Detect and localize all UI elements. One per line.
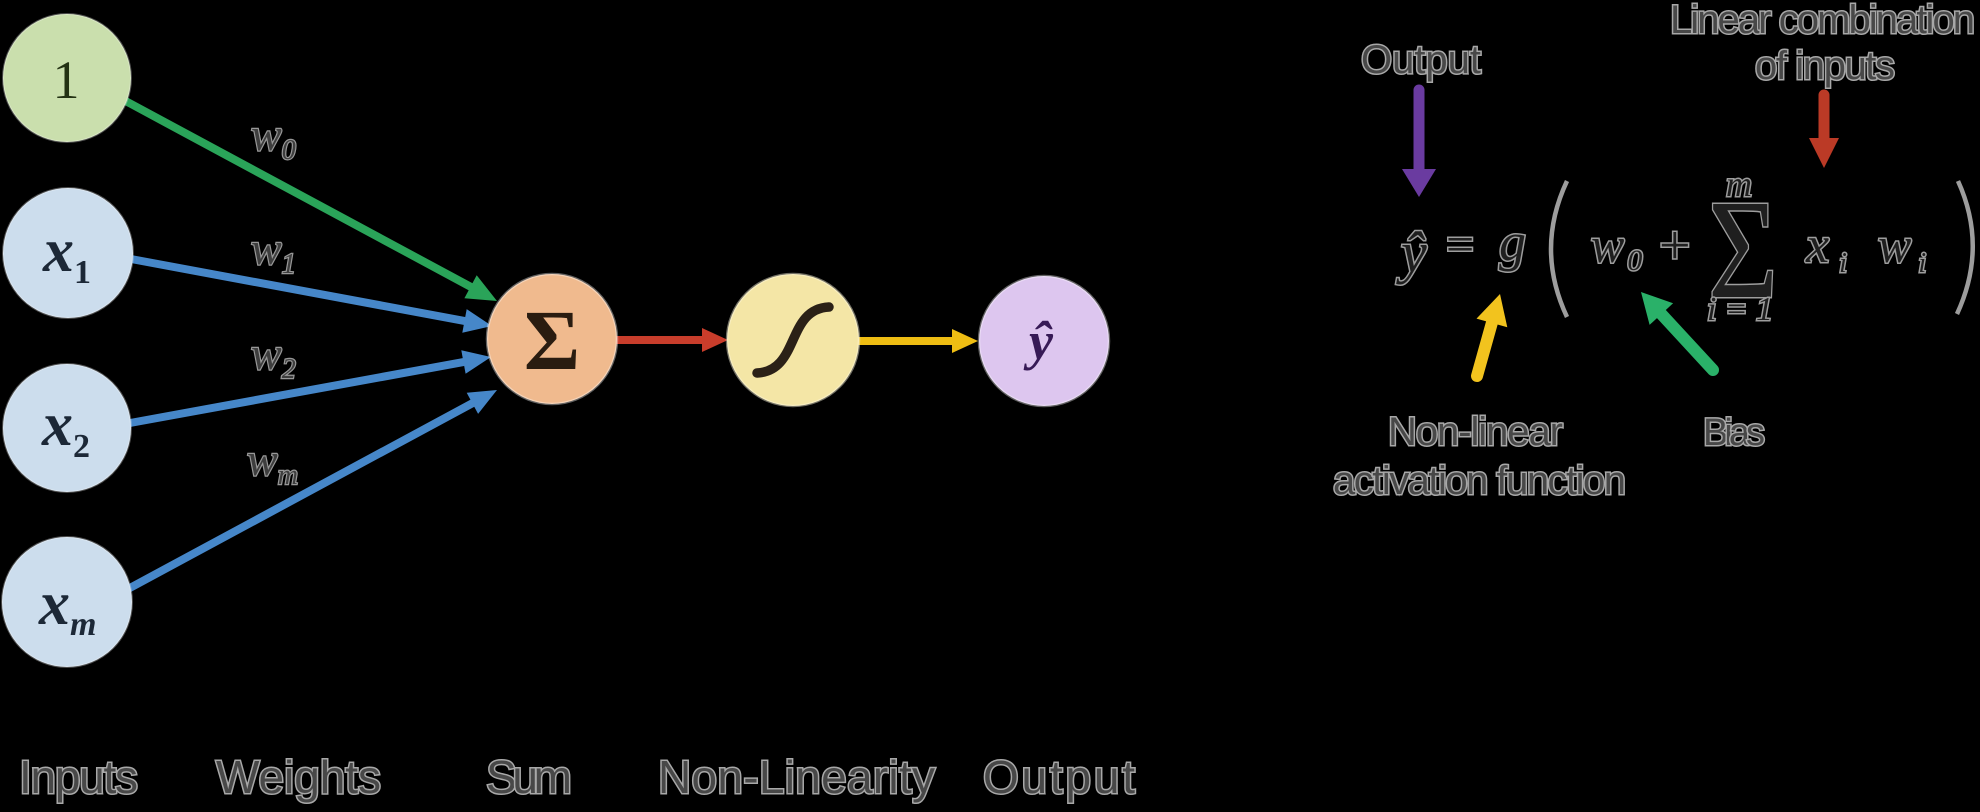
svg-text:activation function: activation function <box>1333 459 1626 503</box>
svg-text:x1: x1 <box>42 217 91 291</box>
svg-text:Sum: Sum <box>486 751 572 803</box>
svg-text:ŷ: ŷ <box>1023 311 1054 371</box>
svg-text:=: = <box>1446 216 1474 272</box>
svg-text:Σ: Σ <box>1708 170 1778 328</box>
svg-text:i = 1: i = 1 <box>1707 291 1773 328</box>
svg-text:Output: Output <box>983 751 1135 803</box>
svg-text:of inputs: of inputs <box>1755 44 1895 88</box>
svg-text:ŷ: ŷ <box>1396 220 1427 285</box>
svg-text:Non-linear: Non-linear <box>1388 410 1563 454</box>
svg-text:x2: x2 <box>41 391 90 465</box>
svg-text:m: m <box>1726 164 1752 204</box>
svg-text:1: 1 <box>53 50 80 110</box>
svg-text:g: g <box>1499 212 1526 272</box>
svg-text:Output: Output <box>1361 38 1481 82</box>
svg-text:Inputs: Inputs <box>19 751 138 803</box>
svg-text:Σ: Σ <box>524 292 580 388</box>
svg-text:Non-Linearity: Non-Linearity <box>658 751 935 803</box>
svg-text:Bias: Bias <box>1703 412 1765 454</box>
svg-text:Linear combination: Linear combination <box>1670 0 1975 42</box>
svg-text:Weights: Weights <box>216 751 381 803</box>
svg-text:w1: w1 <box>251 223 296 280</box>
svg-text:+: + <box>1659 215 1691 277</box>
